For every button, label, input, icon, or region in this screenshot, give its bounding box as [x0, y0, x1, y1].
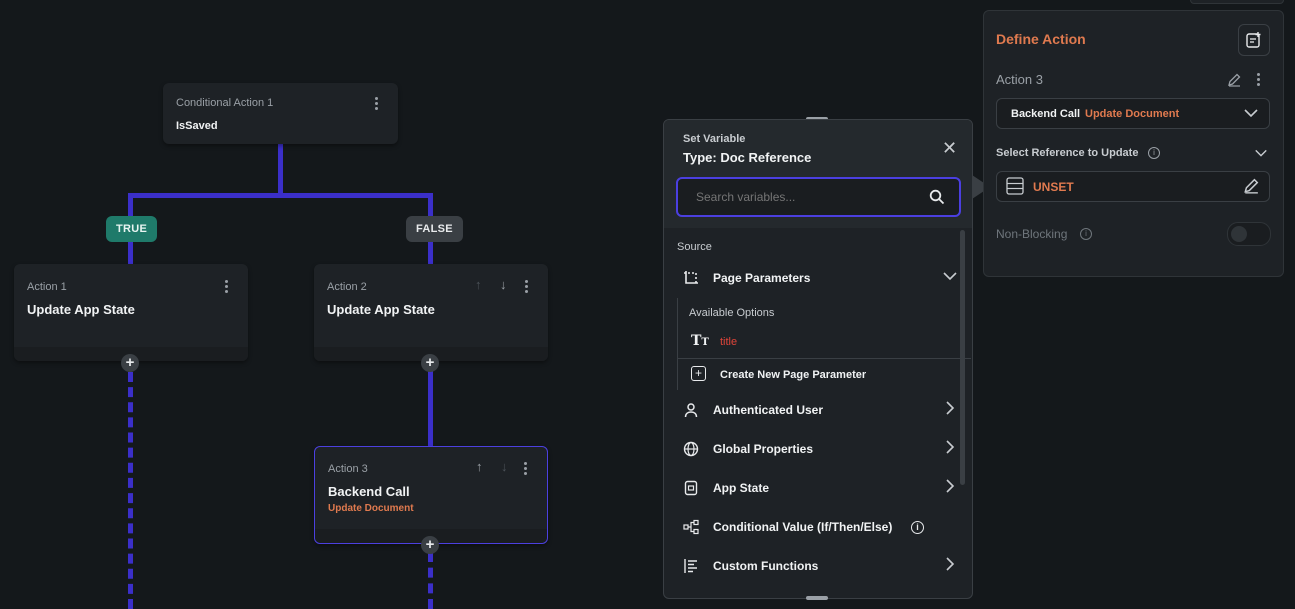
notes-button[interactable]: [1238, 24, 1270, 56]
source-custom-functions[interactable]: Custom Functions: [664, 549, 972, 585]
node-label: Action 3: [328, 463, 368, 475]
conditional-action-node[interactable]: Conditional Action 1 IsSaved: [163, 83, 398, 144]
app-state-icon: [682, 480, 700, 498]
database-icon: [1006, 177, 1024, 195]
more-icon[interactable]: [225, 280, 229, 294]
panel-header: Set Variable Type: Doc Reference ✕: [664, 120, 972, 228]
more-icon[interactable]: [524, 462, 528, 476]
toolbar-fragment: [1190, 0, 1284, 4]
option-title-label: title: [720, 336, 738, 348]
action-name: Action 3: [996, 72, 1043, 87]
reference-field[interactable]: UNSET: [996, 171, 1270, 202]
non-blocking-label: Non-Blocking: [996, 227, 1068, 241]
reference-value: UNSET: [1033, 180, 1074, 194]
option-title[interactable]: TT title: [678, 328, 971, 358]
panel-resize-handle-bottom[interactable]: [806, 596, 828, 600]
backend-call-dropdown[interactable]: Backend Call Update Document: [996, 98, 1270, 129]
globe-icon: [682, 441, 700, 459]
search-box[interactable]: [676, 177, 961, 217]
divider: [678, 358, 971, 359]
chevron-right-icon[interactable]: [942, 439, 958, 460]
scrollbar[interactable]: [960, 230, 965, 485]
move-up-icon[interactable]: ↑: [475, 277, 482, 292]
connector: [428, 370, 433, 447]
true-branch-label: TRUE: [106, 216, 158, 242]
node-title: Update App State: [327, 302, 435, 317]
custom-functions-icon: [682, 558, 700, 576]
source-app-state[interactable]: App State: [664, 471, 972, 507]
panel-header-label: Set Variable: [683, 133, 746, 145]
info-icon[interactable]: i: [911, 521, 924, 534]
move-up-icon[interactable]: ↑: [476, 459, 483, 474]
panel-type-label: Type: Doc Reference: [683, 150, 812, 165]
available-options-label: Available Options: [689, 307, 775, 319]
source-label: Source: [677, 241, 712, 253]
connector-dashed: [128, 372, 138, 609]
action-node-2[interactable]: Action 2 Update App State ↑ ↓: [314, 264, 548, 361]
source-label-text: App State: [713, 481, 770, 495]
page-parameters-options: Available Options TT title + Create New …: [677, 298, 971, 390]
more-icon[interactable]: [1257, 73, 1261, 87]
backend-call-value: Update Document: [1085, 108, 1180, 120]
create-page-parameter-button[interactable]: + Create New Page Parameter: [678, 359, 971, 390]
chevron-right-icon[interactable]: [942, 478, 958, 499]
connector: [278, 144, 283, 196]
chevron-right-icon[interactable]: [942, 556, 958, 577]
create-page-parameter-label: Create New Page Parameter: [720, 369, 867, 381]
add-action-button[interactable]: +: [421, 354, 439, 372]
search-input[interactable]: [694, 187, 918, 207]
info-icon[interactable]: i: [1148, 147, 1160, 159]
chevron-right-icon[interactable]: [942, 400, 958, 421]
source-label-text: Conditional Value (If/Then/Else): [713, 520, 893, 534]
node-subtitle: Update Document: [328, 503, 414, 514]
add-action-button[interactable]: +: [121, 354, 139, 372]
source-label-text: Global Properties: [713, 442, 814, 456]
move-down-icon[interactable]: ↓: [501, 459, 508, 474]
backend-call-label: Backend Call: [1011, 108, 1081, 120]
add-action-button[interactable]: +: [421, 536, 439, 554]
source-page-parameters[interactable]: Page Parameters: [664, 261, 972, 297]
more-icon[interactable]: [525, 280, 529, 294]
false-branch-label: FALSE: [406, 216, 463, 242]
search-icon[interactable]: [929, 189, 945, 205]
node-label: Action 2: [327, 281, 367, 293]
source-label-text: Authenticated User: [713, 403, 824, 417]
info-icon[interactable]: i: [1080, 228, 1092, 240]
define-action-panel: Define Action Action 3 Backend Call Upda…: [983, 10, 1284, 277]
action-node-3[interactable]: Action 3 Backend Call Update Document ↑ …: [314, 446, 548, 544]
toggle-knob: [1231, 226, 1247, 242]
node-title: Backend Call: [328, 484, 410, 499]
add-note-icon: [1246, 32, 1261, 48]
source-label-text: Custom Functions: [713, 559, 819, 573]
node-condition: IsSaved: [176, 120, 218, 132]
chevron-down-icon: [1244, 109, 1258, 118]
connector: [128, 193, 433, 198]
close-icon[interactable]: ✕: [942, 138, 958, 158]
source-label-text: Page Parameters: [713, 271, 811, 285]
add-icon: +: [691, 366, 706, 381]
select-reference-label: Select Reference to Update: [996, 147, 1139, 159]
text-type-icon: TT: [691, 333, 709, 349]
page-parameters-icon: [682, 270, 700, 288]
edit-icon[interactable]: [1243, 178, 1259, 194]
node-title: Update App State: [27, 302, 135, 317]
more-icon[interactable]: [375, 97, 379, 111]
node-label: Action 1: [27, 281, 67, 293]
chevron-down-icon[interactable]: [942, 268, 958, 289]
connector-dashed: [428, 552, 438, 609]
user-icon: [682, 402, 700, 420]
non-blocking-toggle[interactable]: [1227, 222, 1271, 246]
define-action-title: Define Action: [996, 31, 1086, 47]
source-authenticated-user[interactable]: Authenticated User: [664, 393, 972, 429]
source-global-properties[interactable]: Global Properties: [664, 432, 972, 468]
edit-icon[interactable]: [1227, 73, 1241, 87]
source-conditional-value[interactable]: Conditional Value (If/Then/Else) i: [664, 510, 972, 546]
set-variable-panel: Set Variable Type: Doc Reference ✕ Sourc…: [663, 119, 973, 599]
node-label: Conditional Action 1: [176, 97, 274, 109]
action-node-1[interactable]: Action 1 Update App State: [14, 264, 248, 361]
chevron-down-icon[interactable]: [1254, 146, 1268, 160]
conditional-icon: [682, 519, 700, 537]
move-down-icon[interactable]: ↓: [500, 277, 507, 292]
